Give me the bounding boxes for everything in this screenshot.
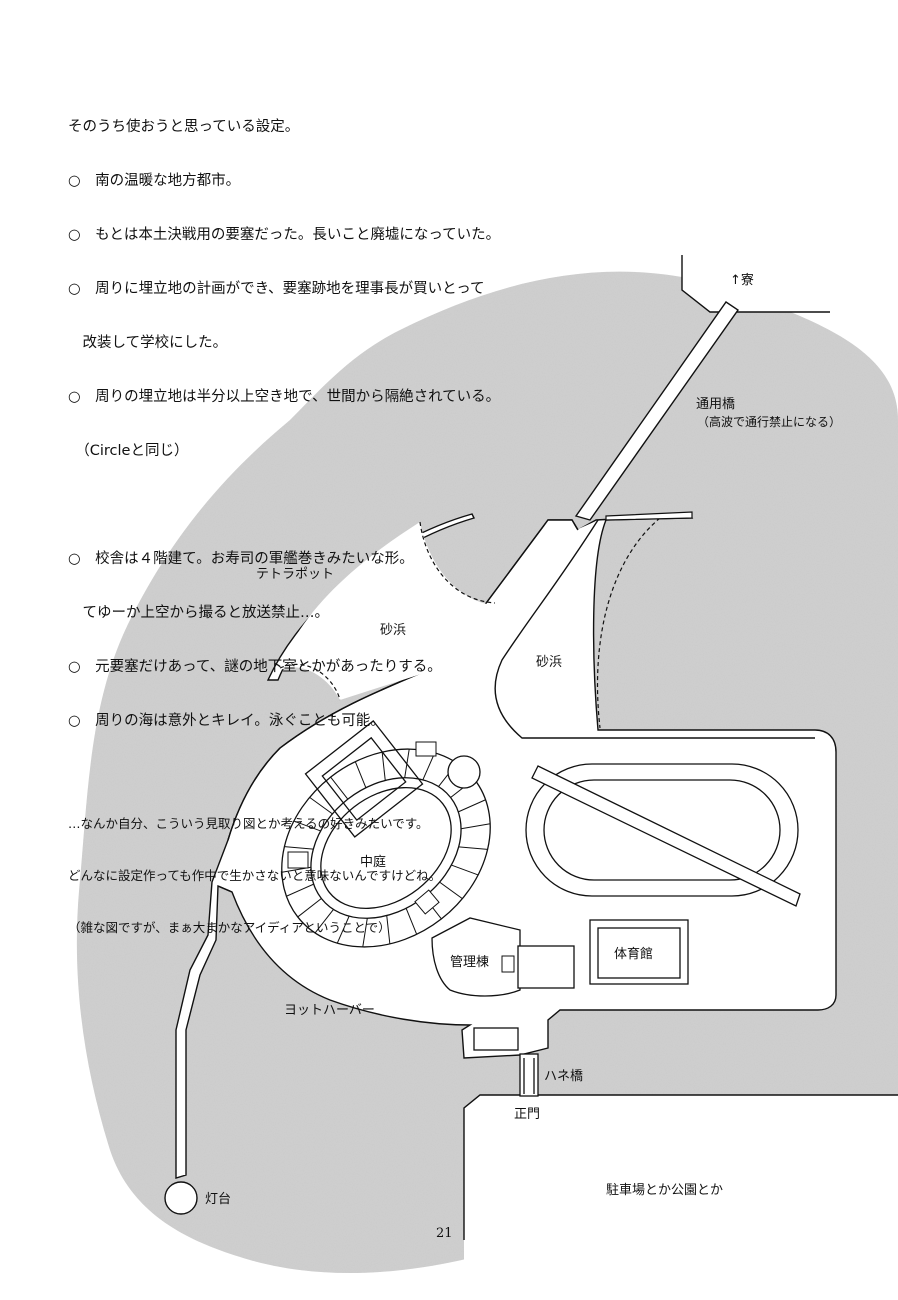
stairs: [287, 741, 440, 915]
notes-item: ○ 周りの海は意外とキレイ。泳ぐことも可能。: [68, 713, 385, 729]
classroom-divider: [381, 752, 386, 781]
admin-building: [431, 917, 521, 997]
label-yacht-harbor: ヨットハーバー: [284, 1003, 375, 1018]
notes-item: ○ 校舎は４階建て。お寿司の軍艦巻きみたいな形。: [68, 551, 414, 567]
label-bridge-note: （高波で通行禁止になる）: [697, 414, 841, 429]
right-breakwater: [605, 511, 693, 521]
classroom-divider: [330, 776, 349, 800]
label-beach-left: 砂浜: [380, 623, 406, 638]
classroom-divider: [309, 796, 333, 815]
notes-item: ○ 周りに埋立地の計画ができ、要塞跡地を理事長が買いとって: [68, 281, 485, 297]
classroom-divider: [451, 864, 479, 876]
classroom-divider: [354, 761, 367, 788]
gate-building: [473, 1027, 519, 1051]
dorm-land: [682, 0, 898, 312]
notes-item: ○ もとは本土決戦用の要塞だった。長いこと廃墟になっていた。: [68, 227, 501, 243]
classroom-divider: [284, 846, 314, 850]
notes-item: てゆーか上空から撮ると放送禁止…。: [68, 605, 329, 621]
classroom-divider: [362, 918, 368, 947]
label-gym: 体育館: [614, 946, 653, 962]
notes-item: ○ 南の温暖な地方都市。: [68, 173, 241, 189]
classroom-divider: [386, 915, 391, 944]
corner-tower: [447, 755, 481, 789]
classroom-divider: [314, 909, 334, 934]
service-bridge: [574, 301, 739, 521]
notes-item: 改装して学校にした。: [68, 335, 228, 351]
label-admin: 管理棟: [450, 955, 489, 970]
notes-comment: （雑な図ですが、まぁ大まかなアイディアということで）: [68, 920, 391, 935]
label-dorm: ↑寮: [730, 272, 754, 288]
upper-platform: [440, 520, 594, 735]
beach-left: [280, 522, 492, 700]
label-service-bridge: 通用橋: [696, 397, 735, 412]
classroom-divider: [297, 898, 322, 918]
notes-comment: どんなに設定作っても作中で生かさないと意味ないんですけどね。: [68, 868, 442, 883]
label-tetrapod: テトラポット: [256, 567, 334, 582]
classroom-divider: [458, 846, 488, 850]
classroom-divider: [439, 881, 463, 900]
setting-notes: そのうち使おうと思っている設定。 ○ 南の温暖な地方都市。 ○ もとは本土決戦用…: [68, 82, 500, 954]
beach-right-dashed: [596, 517, 661, 729]
page-number: 21: [436, 1226, 453, 1241]
label-main-gate: 正門: [514, 1107, 540, 1122]
label-courtyard: 中庭: [360, 854, 386, 870]
notes-spacer: [68, 766, 500, 780]
classroom-divider: [286, 883, 314, 897]
classroom-divider: [293, 820, 321, 832]
label-parking: 駐車場とか公園とか: [606, 1183, 723, 1198]
mainland: [464, 1095, 898, 1300]
admin-annex: [517, 945, 575, 989]
notes-item: ○ 周りの埋立地は半分以上空き地で、世間から隔絶されている。: [68, 389, 501, 405]
classroom-divider: [458, 799, 486, 813]
label-beach-right: 砂浜: [536, 655, 562, 670]
classroom-divider: [336, 915, 350, 944]
drawbridge: [519, 1053, 539, 1097]
label-lighthouse: 灯台: [205, 1192, 231, 1207]
wing-block: [304, 720, 424, 838]
admin-stairs: [501, 955, 515, 973]
lighthouse: [164, 1181, 198, 1215]
notes-comment: …なんか自分、こういう見取り図とか考えるの好きみたいです。: [68, 816, 429, 831]
mainland-coast: [463, 1094, 898, 1240]
notes-heading: そのうち使おうと思っている設定。: [68, 119, 300, 135]
inner-notch: [494, 519, 815, 739]
dorm-coast: [681, 255, 830, 313]
gymnasium: [589, 919, 689, 985]
classroom-divider: [422, 752, 436, 781]
label-drawbridge: ハネ橋: [544, 1069, 583, 1084]
notes-spacer: [68, 496, 500, 514]
running-track: [525, 763, 801, 907]
beach-left-dashed: [279, 521, 496, 701]
classroom-divider: [405, 908, 418, 935]
notes-item: ○ 元要塞だけあって、謎の地下室とかがあったりする。: [68, 659, 442, 675]
classroom-divider: [460, 823, 491, 830]
notes-item: （Circleと同じ）: [68, 443, 189, 459]
